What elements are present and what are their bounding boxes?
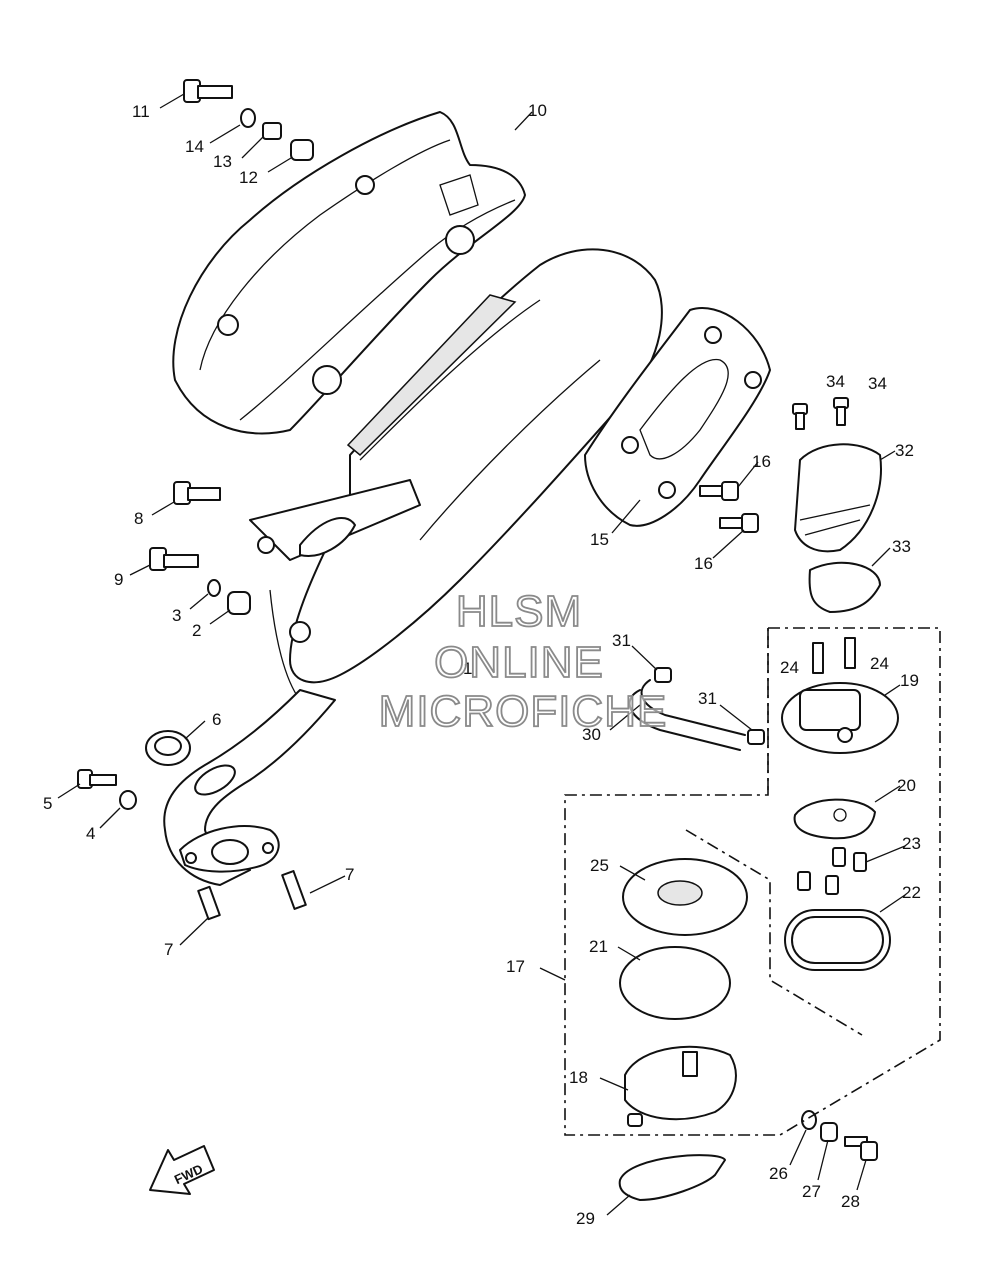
assembly-boundary-17 <box>564 627 941 1136</box>
small-parts-26-28 <box>801 1110 878 1161</box>
watermark-line-3: MICROFICHE <box>379 687 668 736</box>
callout-3: 3 <box>172 606 181 625</box>
callout-12: 12 <box>239 168 258 187</box>
callout-16a: 16 <box>752 452 771 471</box>
reed-valve-cover-19 <box>781 682 899 754</box>
bolt-9 <box>149 547 199 571</box>
callout-19: 19 <box>900 671 919 690</box>
callout-17: 17 <box>506 957 525 976</box>
callout-14: 14 <box>185 137 204 156</box>
callout-1: 1 <box>463 659 472 678</box>
collar-13 <box>262 122 282 140</box>
element-21 <box>619 946 731 1020</box>
damper-12 <box>290 139 314 161</box>
watermark-line-2: ONLINE <box>434 638 604 687</box>
plate-33 <box>808 561 881 613</box>
callout-25: 25 <box>590 856 609 875</box>
screws-23 <box>797 847 867 895</box>
washer-3 <box>207 579 221 597</box>
callout-18: 18 <box>569 1068 588 1087</box>
gasket-29 <box>618 1154 726 1201</box>
filter-element-25 <box>622 858 748 936</box>
stud-bolt-7b <box>281 870 307 910</box>
callout-21: 21 <box>589 937 608 956</box>
exhaust-gasket <box>145 730 191 766</box>
bolt-16b <box>719 513 759 533</box>
air-hose-30 <box>628 667 765 751</box>
callout-16b: 16 <box>694 554 713 573</box>
callout-22: 22 <box>902 883 921 902</box>
callout-30: 30 <box>582 725 601 744</box>
callout-23: 23 <box>902 834 921 853</box>
callout-6: 6 <box>212 710 221 729</box>
washer-4 <box>119 790 137 810</box>
heat-protector-cover <box>172 111 526 435</box>
muffler-assembly <box>249 248 663 701</box>
cover-32 <box>794 443 882 553</box>
bolt-5 <box>77 769 117 789</box>
exhaust-pipe <box>163 689 336 886</box>
callout-labels: 11 14 13 12 10 8 9 3 2 1 6 5 4 7 7 15 16… <box>43 101 921 1228</box>
fwd-arrow-icon: FWD <box>149 1145 215 1195</box>
callout-28: 28 <box>841 1192 860 1211</box>
hose-clamp-31a <box>654 667 672 683</box>
callout-34a: 34 <box>826 372 845 391</box>
callout-10: 10 <box>528 101 547 120</box>
washer-14 <box>240 108 256 128</box>
callout-31b: 31 <box>698 689 717 708</box>
bolt-16a <box>699 481 739 501</box>
screw-34a <box>792 403 808 430</box>
reed-valve-20 <box>793 798 876 840</box>
callout-13: 13 <box>213 152 232 171</box>
callout-33: 33 <box>892 537 911 556</box>
screw-24a <box>812 642 824 674</box>
stud-bolt-7a <box>197 885 221 921</box>
callout-7a: 7 <box>164 940 173 959</box>
watermark: HLSM ONLINE MICROFICHE <box>378 586 668 737</box>
callout-8: 8 <box>134 509 143 528</box>
callout-31a: 31 <box>612 631 631 650</box>
callout-32: 32 <box>895 441 914 460</box>
callout-26: 26 <box>769 1164 788 1183</box>
callout-34b: 34 <box>868 374 887 393</box>
screw-24b <box>844 637 856 669</box>
callout-7b: 7 <box>345 865 354 884</box>
callout-2: 2 <box>192 621 201 640</box>
callout-9: 9 <box>114 570 123 589</box>
callout-24a: 24 <box>780 658 799 677</box>
hose-clamp-31b <box>747 729 765 745</box>
callout-27: 27 <box>802 1182 821 1201</box>
callout-11: 11 <box>132 102 150 121</box>
callout-4: 4 <box>86 824 95 843</box>
alignment-line-a <box>685 829 863 1036</box>
leader-lines <box>57 93 906 1216</box>
case-18 <box>624 1045 737 1127</box>
callout-20: 20 <box>897 776 916 795</box>
callout-15: 15 <box>590 530 609 549</box>
damper-2 <box>227 591 251 615</box>
callout-5: 5 <box>43 794 52 813</box>
callout-29: 29 <box>576 1209 595 1228</box>
muffler-protector <box>584 307 771 527</box>
callout-24b: 24 <box>870 654 889 673</box>
bolt-11 <box>183 79 233 103</box>
o-ring-22 <box>784 909 891 971</box>
bolt-8 <box>173 481 221 505</box>
screw-34b <box>833 397 849 426</box>
watermark-line-1: HLSM <box>456 587 582 636</box>
